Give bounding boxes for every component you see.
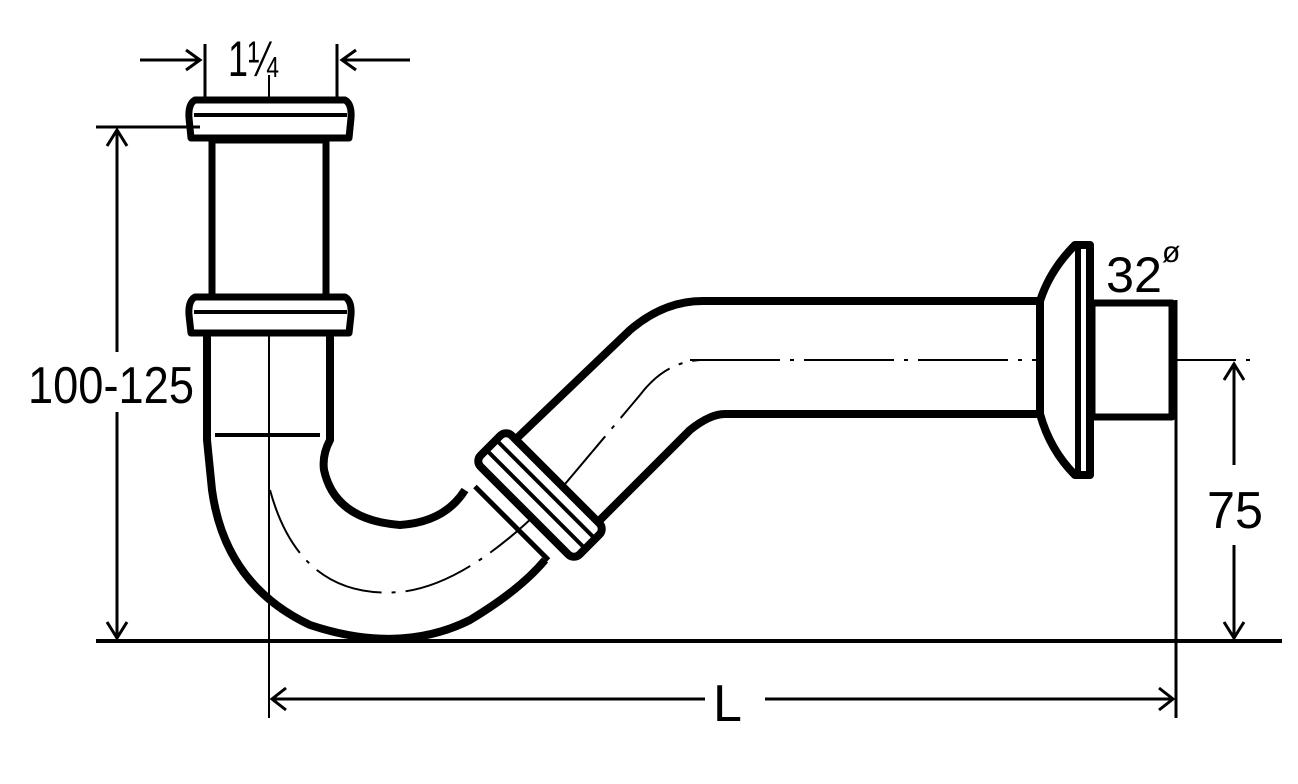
thread-arrow-right-head [339, 48, 357, 72]
dimension-lines [96, 44, 1282, 718]
bend-centerline [269, 359, 701, 594]
inlet-thread-label: 1¼ [228, 31, 279, 87]
thread-arrow-left-head [185, 48, 203, 72]
middle-nut [185, 293, 355, 337]
u-bend-outer-wall [203, 335, 549, 643]
diameter-symbol: ø [1162, 236, 1180, 269]
inlet-tube [208, 136, 330, 301]
bend-nut [473, 429, 606, 562]
outlet-diameter-label: 32 [1106, 247, 1162, 303]
height-arrow-up [105, 127, 129, 147]
height-range-label: 100-125 [28, 357, 194, 415]
outlet-height-label: 75 [1207, 482, 1263, 540]
outlet-height-arrow-up [1222, 361, 1246, 381]
height-arrow-down [105, 621, 129, 641]
u-bend-inner-wall [319, 335, 469, 529]
pipe-body [185, 96, 1176, 643]
inlet-nut [185, 96, 355, 142]
outlet-height-arrow-down [1222, 621, 1246, 641]
length-arrow-left [269, 686, 287, 712]
length-label: L [713, 675, 742, 733]
outlet-arm-top-wall [512, 296, 1040, 443]
length-arrow-right [1158, 686, 1176, 712]
wall-rosette [1036, 241, 1094, 479]
outlet-arm-bottom-wall [597, 410, 1040, 523]
outlet-stub [1088, 299, 1176, 421]
